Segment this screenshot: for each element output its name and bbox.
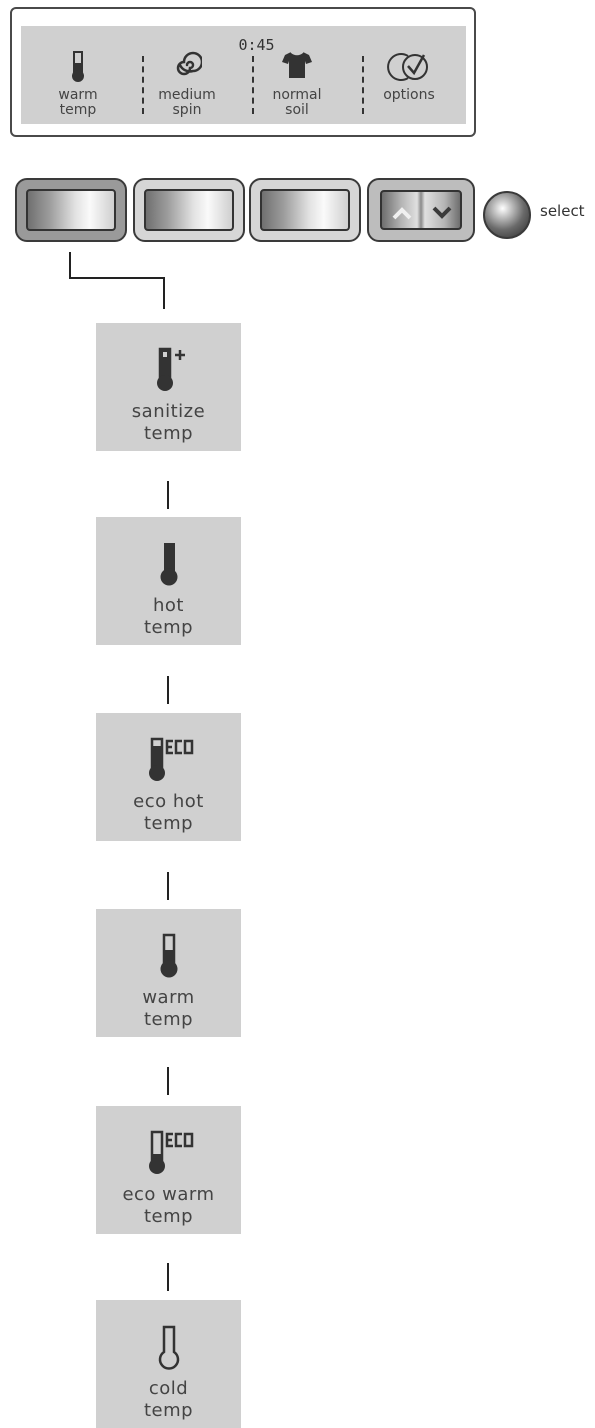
option-line1: sanitize — [131, 401, 206, 422]
list-connector — [167, 1263, 169, 1291]
chevron-up-icon[interactable] — [392, 207, 412, 220]
select-knob[interactable] — [483, 191, 531, 239]
display-spin-line1: medium — [158, 87, 216, 103]
option-cold-temp: cold temp — [96, 1300, 241, 1428]
option-line1: eco warm — [122, 1184, 215, 1205]
option-line2: temp — [143, 813, 194, 834]
display-temp-line1: warm — [58, 87, 98, 103]
cycle-time: 0:45 — [238, 36, 275, 54]
spiral-spin-icon — [176, 51, 202, 76]
option-line1: cold — [148, 1378, 189, 1399]
display-options-cell: options — [354, 26, 464, 124]
thermometer-plus-icon — [156, 347, 185, 391]
thermometer-empty-icon — [158, 1325, 179, 1370]
list-connector — [167, 1067, 169, 1095]
list-connector — [167, 481, 169, 509]
option-hot-temp: hot temp — [96, 517, 241, 645]
shirt-icon — [282, 51, 312, 78]
display-spin-line2: spin — [172, 102, 202, 118]
option-line2: temp — [143, 1400, 194, 1421]
display-temp-line2: temp — [59, 102, 97, 118]
display-soil-cell: normal soil — [242, 26, 352, 124]
thermometer-eco-icon — [148, 737, 193, 781]
display-options-line2: options — [383, 87, 435, 103]
option-sanitize-temp: sanitize temp — [96, 323, 241, 451]
option-line2: temp — [143, 617, 194, 638]
option-warm-temp: warm temp — [96, 909, 241, 1037]
option-eco-warm-temp: eco warm temp — [96, 1106, 241, 1234]
chevron-down-icon[interactable] — [432, 206, 452, 219]
lcd-screen: 0:45 warm temp medium spin — [21, 26, 466, 124]
display-soil-line2: soil — [285, 102, 309, 118]
soil-button[interactable] — [249, 178, 361, 242]
temp-button[interactable] — [15, 178, 127, 242]
connector-line — [69, 252, 165, 309]
option-line2: temp — [143, 423, 194, 444]
thermometer-icon — [72, 51, 84, 82]
display-divider — [142, 56, 144, 114]
thermometer-full-icon — [160, 543, 177, 586]
display-temp-cell: warm temp — [23, 26, 133, 124]
display-soil-line1: normal — [272, 87, 322, 103]
option-eco-hot-temp: eco hot temp — [96, 713, 241, 841]
check-options-icon — [387, 53, 428, 81]
display-divider — [252, 56, 254, 114]
option-line1: hot — [153, 595, 184, 616]
option-line1: warm — [142, 987, 195, 1008]
select-label: select — [540, 202, 585, 220]
display-divider — [362, 56, 364, 114]
list-connector — [167, 872, 169, 900]
display-spin-cell: medium spin — [132, 26, 242, 124]
spin-button[interactable] — [133, 178, 245, 242]
thermometer-eco-low-icon — [148, 1130, 193, 1174]
options-up-down-button[interactable] — [367, 178, 475, 242]
list-connector — [167, 676, 169, 704]
thermometer-half-icon — [160, 933, 177, 978]
option-line2: temp — [143, 1009, 194, 1030]
option-line1: eco hot — [133, 791, 204, 812]
control-display: 0:45 warm temp medium spin — [10, 7, 476, 137]
option-line2: temp — [143, 1206, 194, 1227]
